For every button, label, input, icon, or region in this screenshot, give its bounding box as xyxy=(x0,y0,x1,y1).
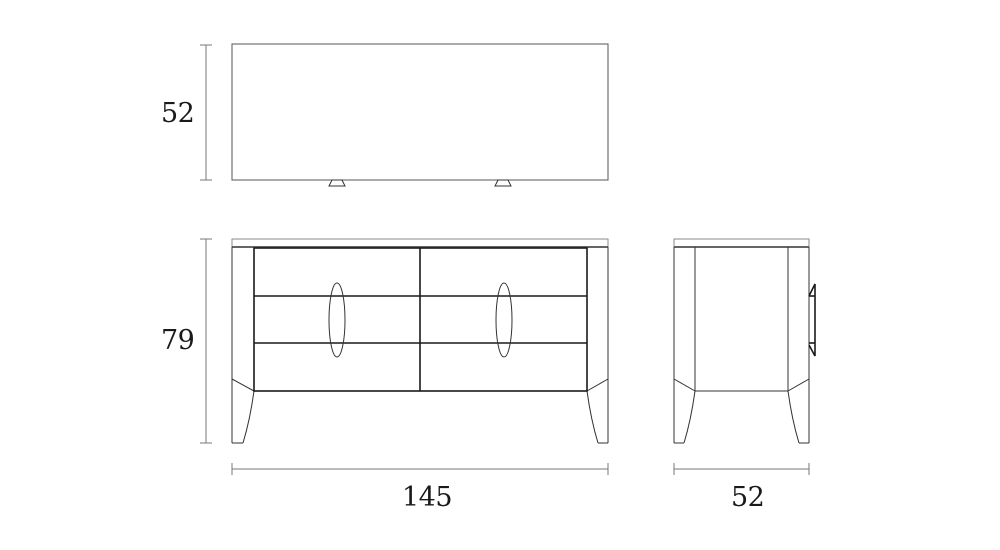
top-depth-dimension-line xyxy=(200,44,212,181)
front-width-dimension-line xyxy=(231,463,609,475)
drawer-handle-right xyxy=(495,282,513,358)
front-right-leg xyxy=(586,247,609,444)
top-view-foot-left xyxy=(328,179,346,187)
front-width-label: 145 xyxy=(402,482,453,513)
side-right-leg xyxy=(787,390,809,444)
front-height-dimension-line xyxy=(200,238,212,444)
side-left-leg xyxy=(674,390,696,444)
front-view xyxy=(200,238,609,475)
front-top-slab xyxy=(231,238,609,248)
side-view xyxy=(673,238,816,475)
top-view-foot-right xyxy=(494,179,512,187)
top-view-outline xyxy=(231,43,609,181)
side-top-slab xyxy=(673,238,810,248)
front-height-label: 79 xyxy=(161,325,195,356)
top-depth-label: 52 xyxy=(161,98,195,129)
top-view xyxy=(200,43,609,187)
side-depth-label: 52 xyxy=(731,482,765,513)
front-left-leg xyxy=(231,247,255,444)
side-depth-dimension-line xyxy=(673,463,810,475)
drawer-block xyxy=(253,247,588,392)
drawer-handle-left xyxy=(328,282,346,358)
side-handle-profile xyxy=(808,283,816,357)
